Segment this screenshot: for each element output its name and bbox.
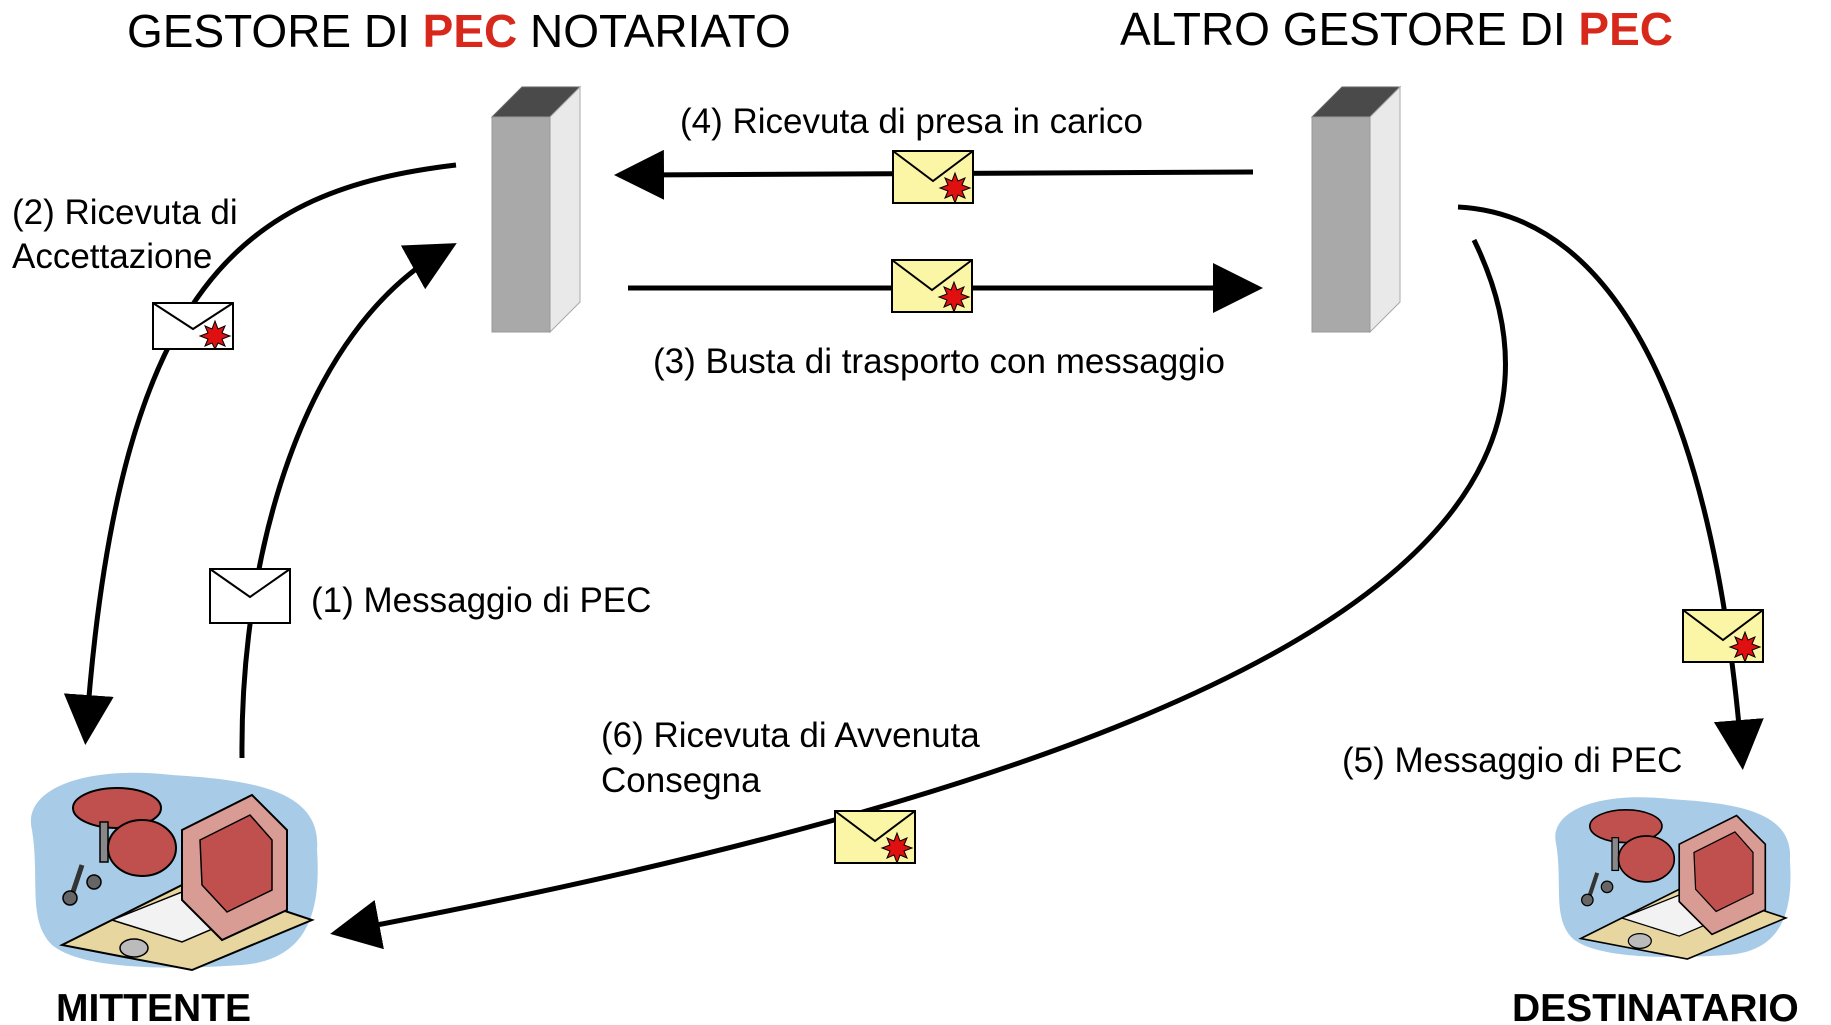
arrow-step-6: [330, 238, 1508, 950]
arrow-step-2: [63, 162, 457, 745]
step-6-label-line1: (6) Ricevuta di Avvenuta: [601, 716, 980, 755]
certified-envelope-icon: [152, 302, 234, 350]
left-provider-title: GESTORE DI PEC NOTARIATO: [127, 5, 791, 57]
certified-envelope-icon: [891, 259, 973, 313]
right-server-icon: [1311, 86, 1401, 333]
left-server-icon: [491, 86, 581, 333]
step-2-label-line2: Accettazione: [12, 237, 212, 276]
recipient-workstation-icon: [1555, 797, 1790, 959]
certified-envelope-icon: [892, 150, 974, 204]
right-provider-title: ALTRO GESTORE DI PEC: [1120, 3, 1673, 55]
certified-envelope-icon: [1682, 609, 1764, 663]
arrow-step-1: [239, 243, 457, 759]
right-title-pec-highlight: PEC: [1578, 3, 1673, 55]
step-2-label-line1: (2) Ricevuta di: [12, 193, 238, 232]
arrow-step-5: [1457, 204, 1764, 770]
step-5-label: (5) Messaggio di PEC: [1342, 741, 1682, 780]
step-4-label: (4) Ricevuta di presa in carico: [680, 102, 1143, 141]
left-title-pec-highlight: PEC: [423, 5, 518, 57]
recipient-label: DESTINATARIO: [1512, 987, 1799, 1025]
sender-workstation-icon: [31, 773, 318, 970]
envelope-icon: [209, 568, 291, 624]
certified-envelope-icon: [834, 810, 916, 864]
step-1-label: (1) Messaggio di PEC: [311, 581, 651, 620]
step-6-label-line2: Consegna: [601, 761, 761, 800]
step-3-label: (3) Busta di trasporto con messaggio: [653, 342, 1225, 381]
sender-label: MITTENTE: [56, 987, 251, 1025]
